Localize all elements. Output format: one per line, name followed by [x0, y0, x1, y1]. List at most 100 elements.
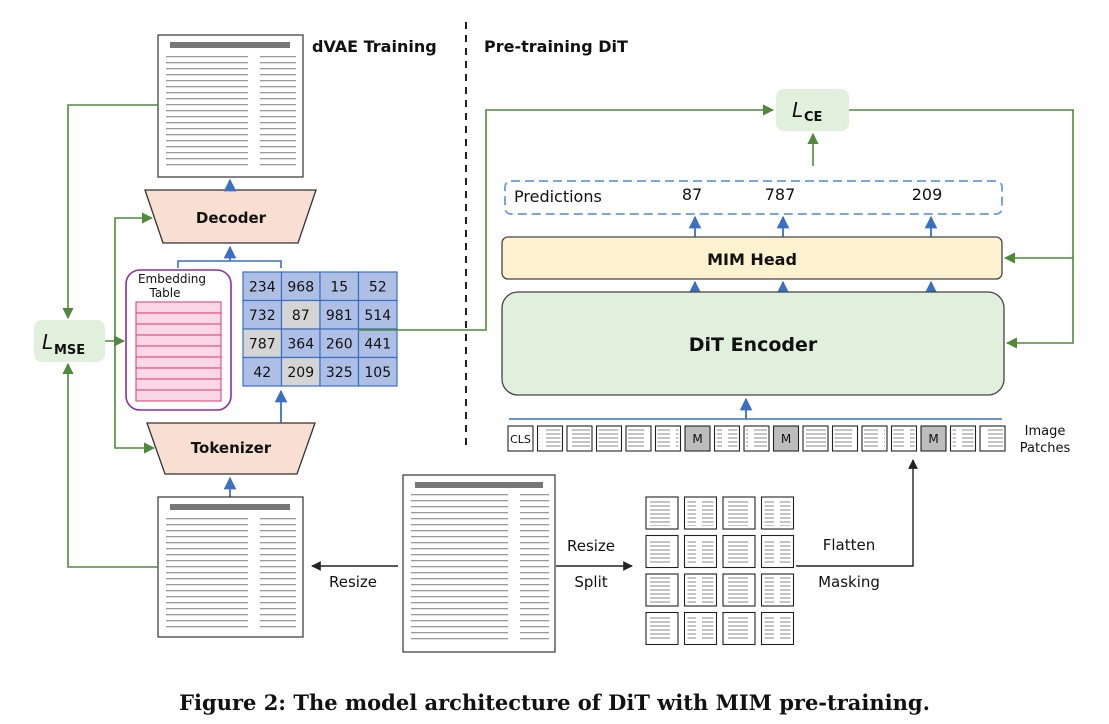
- split-patch-content: [687, 577, 714, 603]
- split-patch-content: [726, 538, 752, 565]
- masking-label: Masking: [818, 573, 880, 591]
- token-cell: [357, 356, 398, 387]
- token-cell: [242, 299, 283, 330]
- input-document-image: [157, 496, 304, 638]
- token-cell: [319, 328, 360, 359]
- token-value: 105: [364, 365, 391, 381]
- split-patch-content: [687, 538, 714, 565]
- token-value: 234: [249, 279, 276, 295]
- dit-encoder-block: [501, 291, 1005, 396]
- ce-to-encoder-arrow: [849, 109, 1074, 349]
- dit-encoder-label: DiT Encoder: [689, 334, 818, 356]
- image-patch-content: [893, 428, 915, 449]
- prediction-token-1: 87: [682, 185, 702, 204]
- split-patch-content: [726, 615, 752, 642]
- embedding-row: [135, 345, 222, 358]
- mse-loss-symbol: L: [42, 330, 53, 354]
- split-patch-content: [649, 538, 675, 565]
- image-patch-content: [628, 428, 649, 449]
- flatten-masking-arrow: [796, 459, 918, 567]
- cls-token: [507, 425, 534, 452]
- masked-patch: [772, 425, 800, 452]
- tokenizer-label: Tokenizer: [191, 439, 272, 457]
- input-to-mse-arrow: [62, 362, 158, 568]
- token-value: 981: [326, 308, 353, 324]
- dvae-training-title: dVAE Training: [312, 37, 437, 56]
- mse-loss-box: [34, 320, 105, 362]
- embedding-rows: [135, 301, 222, 402]
- prediction-token-2: 787: [765, 185, 796, 204]
- image-patch-content: [598, 428, 620, 449]
- resize-right-label: Resize: [567, 537, 615, 555]
- token-value: 209: [287, 365, 314, 381]
- image-patch-content: [864, 428, 885, 449]
- ce-loss-subscript: CE: [804, 110, 822, 125]
- token-value: 42: [253, 365, 271, 381]
- ce-loss-box: [776, 89, 849, 131]
- predictions-label: Predictions: [514, 187, 602, 206]
- token-cell: [357, 299, 398, 330]
- image-patches-label-1: Image: [1025, 424, 1066, 439]
- image-patch-content: [746, 428, 767, 449]
- image-patch-content: [805, 428, 826, 449]
- ce-loss-symbol: L: [792, 98, 803, 122]
- recon-to-mse-arrow: [62, 104, 158, 320]
- image-patch-content: [716, 428, 738, 449]
- source-document-image: [402, 474, 556, 653]
- split-patch-content: [764, 500, 791, 526]
- resize-left-label: Resize: [329, 573, 377, 591]
- image-patch-content: [982, 428, 1003, 449]
- embedding-row: [135, 301, 222, 314]
- token-value: 514: [364, 308, 391, 324]
- mask-token-label: M: [781, 432, 791, 446]
- mim-head-block: [501, 236, 1003, 280]
- token-value: 87: [292, 308, 310, 324]
- codebook-bracket: [177, 260, 282, 268]
- predictions-box: [504, 180, 1003, 215]
- split-patch-content: [649, 615, 675, 642]
- image-patches-label-2: Patches: [1020, 441, 1071, 456]
- split-patch-content: [764, 577, 791, 603]
- architecture-diagram: dVAE Training Pre-training DiT Decoder E…: [34, 22, 1074, 653]
- cls-token-label: CLS: [510, 433, 531, 446]
- embedding-row: [135, 334, 222, 347]
- split-label: Split: [574, 573, 607, 591]
- flatten-label: Flatten: [823, 536, 876, 554]
- embedding-row: [135, 378, 222, 391]
- reconstructed-document-image: [157, 34, 304, 178]
- image-patch-sequence: CLS M M M: [507, 425, 1006, 452]
- mask-token-label: M: [692, 432, 702, 446]
- token-value: 364: [287, 336, 314, 352]
- image-patch-content: [657, 428, 679, 449]
- mim-head-label: MIM Head: [707, 250, 797, 269]
- embedding-table-label-2: Table: [148, 286, 180, 300]
- token-cell: [242, 328, 283, 359]
- pretraining-dit-title: Pre-training DiT: [484, 37, 628, 56]
- split-patch-content: [649, 577, 675, 603]
- split-patch-content: [726, 577, 752, 603]
- mask-token-label: M: [928, 432, 938, 446]
- split-patch-content: [764, 538, 791, 565]
- token-cell: [280, 356, 321, 387]
- figure-caption: Figure 2: The model architecture of DiT …: [179, 690, 930, 715]
- tokens-to-ce-arrow: [358, 104, 775, 331]
- token-value: 325: [326, 365, 353, 381]
- embedding-table-label-1: Embedding: [138, 272, 206, 286]
- mse-loss-subscript: MSE: [54, 343, 85, 358]
- token-value: 968: [287, 279, 314, 295]
- embedding-row: [135, 323, 222, 336]
- token-value: 441: [364, 336, 391, 352]
- split-patch-content: [649, 500, 675, 526]
- image-patch-content: [539, 428, 561, 449]
- decoder-block: [144, 189, 317, 244]
- split-patch-content: [764, 615, 791, 642]
- split-patch-content: [687, 615, 714, 642]
- masked-patch: [920, 425, 947, 452]
- token-cell: [319, 271, 360, 302]
- image-patch-content: [834, 428, 856, 449]
- embedding-row: [135, 389, 222, 402]
- token-value: 52: [369, 279, 387, 295]
- token-value: 260: [326, 336, 353, 352]
- prediction-token-3: 209: [912, 185, 943, 204]
